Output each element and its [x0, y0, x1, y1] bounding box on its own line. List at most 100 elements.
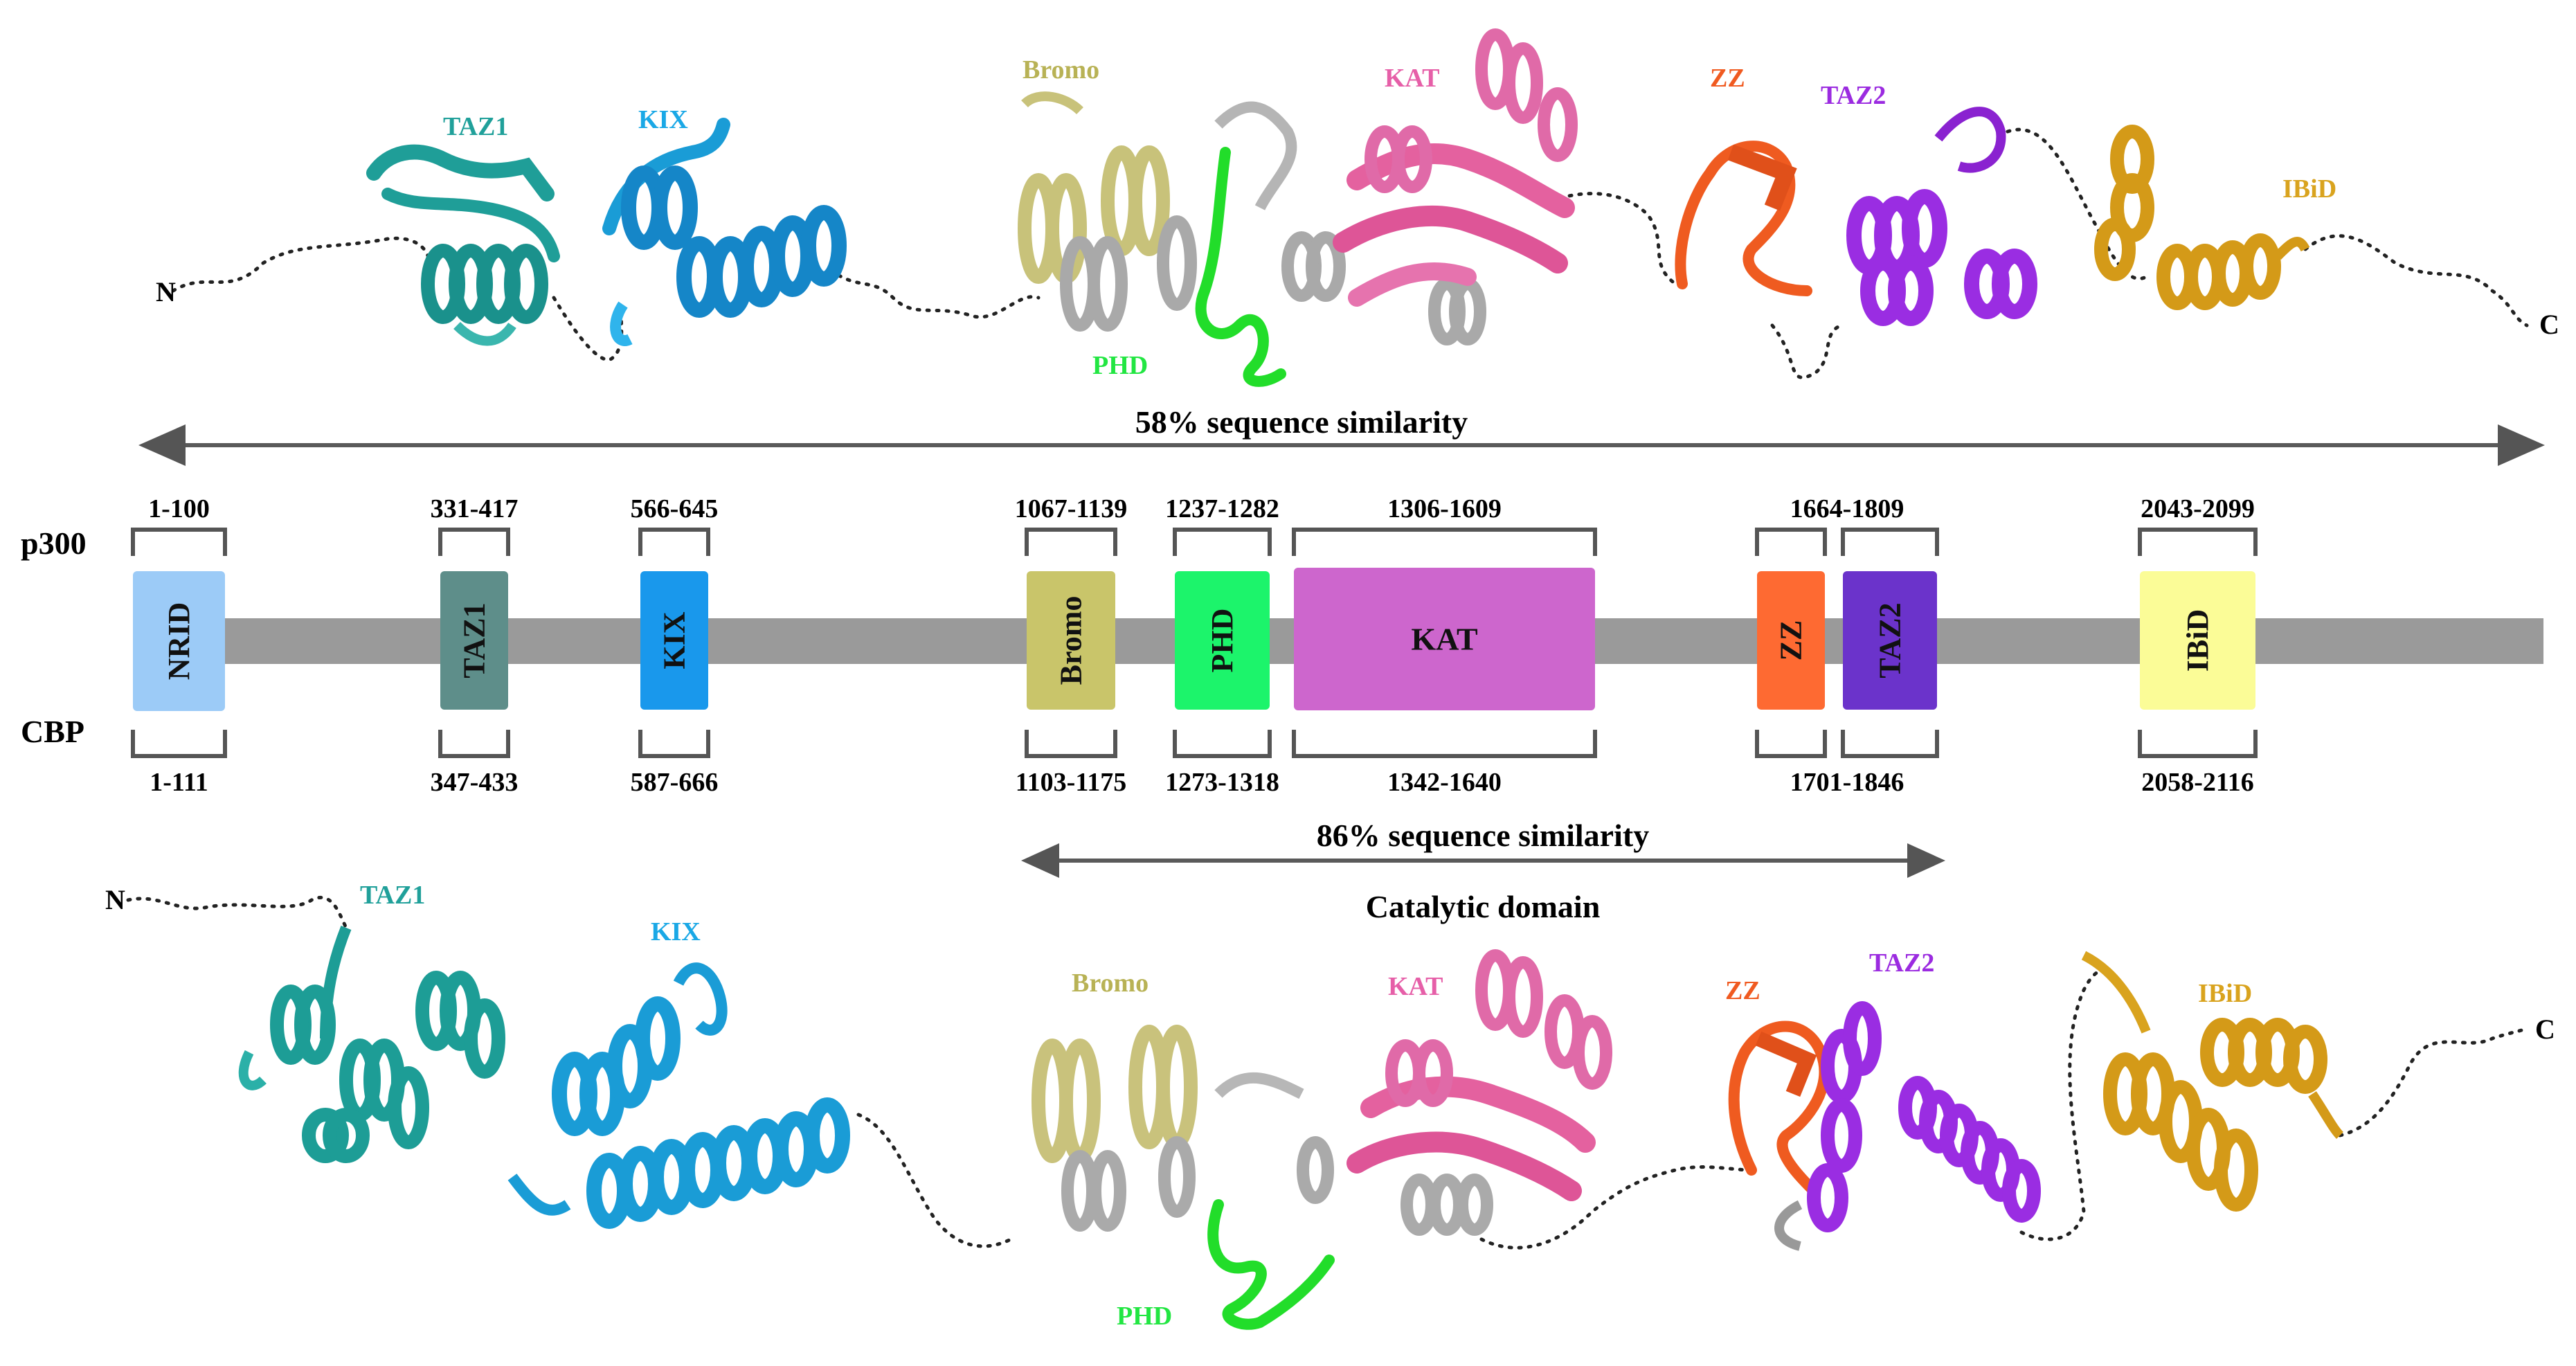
- bottom-catalytic-structure: [1032, 949, 1612, 1330]
- cbp-bracket-nrid: [131, 730, 227, 758]
- bottom-zz-structure: [1728, 1021, 1830, 1251]
- cbp-bracket-zz: [1755, 730, 1827, 758]
- bottom-kat-label: KAT: [1388, 972, 1443, 1001]
- domain-box-kix: [640, 571, 708, 710]
- p300-range-phd: 1237-1282: [1165, 494, 1279, 523]
- bottom-bromo-label: Bromo: [1072, 969, 1149, 998]
- domain-label-phd: PHD: [1205, 609, 1239, 673]
- domain-taz2: TAZ2: [1841, 528, 1939, 758]
- top-taz2-structure: [1846, 107, 2037, 326]
- cbp-range-zz: 1701-1846: [1790, 768, 1904, 797]
- bottom-similarity-text: 86% sequence similarity: [1317, 818, 1649, 853]
- top-kix-structure: [602, 118, 847, 346]
- domain-bromo: Bromo 1067-1139 1103-1175: [1015, 494, 1128, 797]
- domain-box-ibid: [2140, 571, 2255, 710]
- top-linker-taz2-ibid: [2006, 127, 2148, 280]
- domain-box-taz2: [1843, 571, 1937, 710]
- bottom-kix-label: KIX: [651, 917, 701, 946]
- p300-range-ibid: 2043-2099: [2141, 494, 2255, 523]
- bottom-linker-taz2-ibid: [2019, 964, 2114, 1241]
- cbp-range-nrid: 1-111: [150, 768, 208, 797]
- cbp-range-kat: 1342-1640: [1387, 768, 1502, 797]
- p300-range-kix: 566-645: [631, 494, 719, 523]
- bottom-phd-label: PHD: [1117, 1302, 1172, 1331]
- p300-bracket-kat: [1292, 528, 1597, 556]
- top-zz-label: ZZ: [1710, 64, 1745, 93]
- domain-label-kat: KAT: [1411, 622, 1477, 657]
- top-linker-taz1-kix: [552, 296, 624, 362]
- cbp-range-phd: 1273-1318: [1165, 768, 1279, 797]
- domain-nrid: NRID 1-100 1-111: [131, 494, 227, 797]
- p300-range-zz: 1664-1809: [1790, 494, 1904, 523]
- domain-label-zz: ZZ: [1774, 620, 1808, 661]
- cbp-label: CBP: [21, 714, 84, 749]
- bottom-n-terminus: N: [105, 884, 125, 915]
- domain-label-taz2: TAZ2: [1873, 602, 1907, 678]
- domain-box-zz: [1757, 571, 1825, 710]
- top-linker-n: [171, 236, 431, 293]
- domain-label-kix: KIX: [658, 611, 692, 669]
- bottom-linker-kat-zz: [1479, 1165, 1754, 1250]
- top-phd-label: PHD: [1092, 351, 1148, 380]
- top-ibid-structure: [2094, 125, 2310, 310]
- domain-box-bromo: [1027, 571, 1115, 710]
- top-n-terminus: N: [156, 276, 176, 307]
- p300-bracket-ibid: [2138, 528, 2258, 556]
- cbp-bracket-phd: [1173, 730, 1272, 758]
- bottom-linker-n: [126, 895, 348, 930]
- p300-bracket-taz2: [1841, 528, 1939, 556]
- bottom-structure: N C TAZ1: [105, 881, 2555, 1331]
- p300-label: p300: [21, 525, 87, 561]
- domain-label-bromo: Bromo: [1054, 596, 1088, 685]
- p300-bracket-taz1: [438, 528, 510, 556]
- p300-bracket-phd: [1173, 528, 1272, 556]
- cbp-bracket-kat: [1292, 730, 1597, 758]
- cbp-range-ibid: 2058-2116: [2141, 768, 2254, 797]
- bottom-taz2-label: TAZ2: [1869, 949, 1934, 978]
- p300-range-taz1: 331-417: [431, 494, 519, 523]
- p300-range-bromo: 1067-1139: [1015, 494, 1128, 523]
- top-kat-label: KAT: [1385, 64, 1440, 93]
- domain-kat: KAT 1306-1609 1342-1640: [1292, 494, 1597, 797]
- cbp-bracket-bromo: [1025, 730, 1117, 758]
- cbp-bracket-ibid: [2138, 730, 2258, 758]
- top-ibid-label: IBiD: [2282, 174, 2336, 204]
- domain-box-nrid: [133, 571, 225, 711]
- domain-label-ibid: IBiD: [2181, 609, 2215, 672]
- bottom-kix-structure: [507, 962, 850, 1229]
- cbp-range-bromo: 1103-1175: [1016, 768, 1126, 797]
- top-bromo-label: Bromo: [1023, 55, 1099, 84]
- domain-kix: KIX 566-645 587-666: [631, 494, 719, 797]
- domain-label-nrid: NRID: [162, 602, 196, 680]
- catalytic-domain-caption: Catalytic domain: [1366, 889, 1601, 924]
- domain-phd: PHD 1237-1282 1273-1318: [1165, 494, 1279, 797]
- top-similarity-text: 58% sequence similarity: [1135, 404, 1468, 440]
- cbp-range-kix: 587-666: [631, 768, 719, 797]
- cbp-bracket-kix: [638, 730, 710, 758]
- p300-bracket-zz: [1755, 528, 1827, 556]
- cbp-bracket-taz2: [1841, 730, 1939, 758]
- p300-range-kat: 1306-1609: [1387, 494, 1502, 523]
- domain-zz: ZZ 1664-1809 1701-1846: [1755, 494, 1904, 797]
- p300-bracket-nrid: [131, 528, 227, 556]
- top-taz1-structure: [366, 144, 560, 346]
- top-c-terminus: C: [2539, 309, 2559, 340]
- domain-box-taz1: [440, 571, 508, 710]
- top-taz1-label: TAZ1: [443, 112, 508, 141]
- top-similarity-arrow: 58% sequence similarity: [138, 404, 2545, 466]
- p300-bracket-bromo: [1025, 528, 1117, 556]
- bottom-c-terminus: C: [2535, 1014, 2555, 1045]
- bottom-taz1-structure: [238, 926, 505, 1163]
- domain-ibid: IBiD 2043-2099 2058-2116: [2138, 494, 2258, 797]
- bottom-taz1-label: TAZ1: [360, 881, 425, 910]
- bottom-ibid-structure: [2081, 951, 2344, 1212]
- p300-range-nrid: 1-100: [148, 494, 210, 523]
- bottom-linker-c: [2338, 1026, 2529, 1138]
- top-kix-label: KIX: [638, 105, 688, 134]
- top-linker-zz-taz2: [1770, 323, 1844, 379]
- top-zz-structure: [1675, 141, 1812, 296]
- domain-box-phd: [1175, 571, 1270, 710]
